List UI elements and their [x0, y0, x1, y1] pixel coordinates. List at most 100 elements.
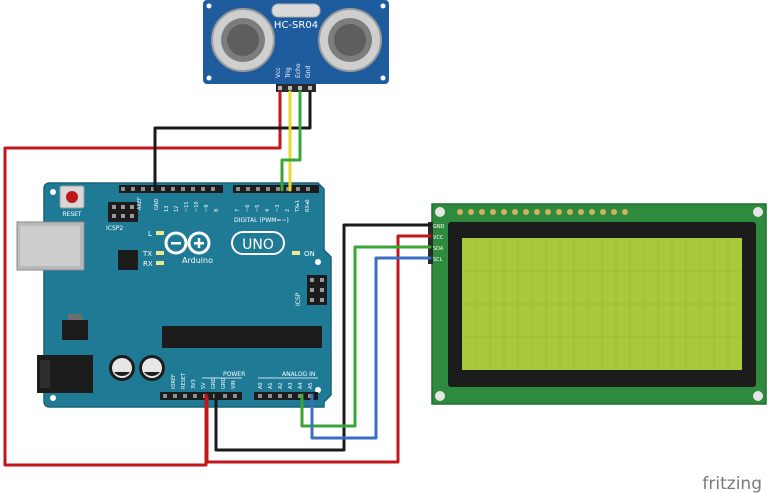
lcd-pin-label: GND	[433, 224, 445, 230]
aref-label: AREF	[137, 197, 143, 210]
power-pin-label: IOREF	[171, 374, 177, 389]
pin-hole	[211, 187, 215, 191]
led-tx	[156, 251, 164, 255]
mount-hole	[315, 387, 321, 393]
digital-pin-label: ~9	[204, 205, 210, 212]
sensor-header	[276, 84, 316, 92]
pin-hole	[141, 187, 145, 191]
pin-hole	[121, 187, 125, 191]
analog-pin-label: A2	[278, 382, 284, 389]
analog-pin-label: A5	[308, 382, 314, 389]
pin-hole	[258, 394, 262, 398]
arduino-logo	[164, 231, 285, 255]
digital-pin-label: 2	[285, 209, 291, 212]
digital-pin-label: 12	[174, 206, 180, 212]
pin-hole	[233, 394, 237, 398]
pin-hole	[181, 187, 185, 191]
digital-pin-label: RX◂0	[305, 199, 311, 212]
digital-label: DIGITAL (PWM=~)	[234, 217, 289, 224]
lcd-pin-pad	[611, 209, 617, 215]
pin-hole	[131, 187, 135, 191]
lcd-pin-pad	[457, 209, 463, 215]
pin-hole	[163, 394, 167, 398]
power-pin-label: 5V	[201, 382, 207, 389]
analog-pin-label: A1	[268, 382, 274, 389]
ultrasonic-sensor: HC-SR04 Vcc Trig Echo Gnd	[203, 0, 389, 92]
digital-pin-label: 8	[214, 209, 220, 212]
power-pin-label: GND	[211, 377, 217, 389]
on-label: ON	[304, 250, 315, 258]
pin-hole	[266, 187, 270, 191]
sensor-pin-label: Echo	[295, 63, 302, 78]
wire-lcd-sda	[300, 245, 432, 428]
pin-hole	[298, 394, 302, 398]
lcd-pin-pad	[468, 209, 474, 215]
lcd-pin-pad	[567, 209, 573, 215]
sensor-model-label: HC-SR04	[274, 20, 318, 31]
digital-pin-label: ~6	[245, 205, 251, 212]
power-label: POWER	[223, 371, 245, 378]
lcd-pin-pad	[501, 209, 507, 215]
mount-hole	[380, 3, 386, 9]
lcd-pin-pad	[479, 209, 485, 215]
digital-pin-label: TX▸1	[295, 200, 301, 213]
arduino-brand-label: Arduino	[182, 256, 213, 265]
atmega-chip	[162, 326, 322, 348]
power-pin-label: GND	[221, 377, 227, 389]
lcd-pin-pad	[490, 209, 496, 215]
mount-hole	[435, 207, 445, 217]
led-on	[292, 251, 300, 255]
uno-label: UNO	[242, 237, 274, 253]
lcd-pin-pad	[589, 209, 595, 215]
lcd-pin-pad	[523, 209, 529, 215]
pin-hole	[183, 394, 187, 398]
reset-label: RESET	[62, 211, 82, 218]
icsp2-label: ICSP2	[106, 225, 123, 232]
digital-pin-label: 7	[235, 209, 241, 212]
mount-hole	[50, 395, 56, 401]
capacitor	[109, 355, 135, 381]
mount-hole	[50, 189, 56, 195]
led-label-rx: RX	[143, 260, 153, 268]
power-pin-label: VIN	[231, 380, 237, 389]
lcd-pin-pad	[556, 209, 562, 215]
arduino-uno-board: RESET ICSP2 L TX RX UNO	[16, 182, 332, 408]
pin-hole	[236, 187, 240, 191]
led-label-l: L	[148, 230, 152, 238]
mount-hole	[753, 391, 763, 401]
pin-hole	[276, 187, 280, 191]
capacitor	[139, 355, 165, 381]
power-pin-label: RESET	[181, 372, 187, 389]
wire-sensor-echo	[280, 90, 302, 192]
analog-pin-label: A4	[298, 382, 304, 389]
led-rx	[156, 261, 164, 265]
digital-pin-label: 4	[265, 209, 271, 212]
lcd-pin-pad	[545, 209, 551, 215]
pin-hole	[288, 394, 292, 398]
icsp-header	[307, 275, 327, 305]
crystal	[271, 3, 321, 18]
mount-hole	[206, 3, 212, 9]
pin-hole	[173, 394, 177, 398]
lcd-pin-label: SDA	[433, 246, 444, 252]
pin-hole	[278, 394, 282, 398]
wire-lcd-scl	[310, 256, 432, 440]
digital-pin-label: ~5	[255, 205, 261, 212]
voltage-regulator	[62, 320, 88, 340]
gnd-label: GND	[154, 198, 160, 210]
pin-hole	[256, 187, 260, 191]
reset-button[interactable]	[59, 185, 85, 209]
mount-hole	[753, 207, 763, 217]
pin-hole	[296, 187, 300, 191]
analog-header	[254, 392, 318, 400]
lcd-module: GND VCC SDA SCL	[428, 203, 767, 405]
led-l	[156, 231, 164, 235]
power-header	[160, 392, 242, 400]
lcd-pin-pad	[600, 209, 606, 215]
led-label-tx: TX	[142, 250, 152, 258]
pin-hole	[201, 187, 205, 191]
wire-lcd-vcc	[205, 234, 432, 464]
transducer-right	[318, 8, 382, 72]
pin-hole	[193, 394, 197, 398]
